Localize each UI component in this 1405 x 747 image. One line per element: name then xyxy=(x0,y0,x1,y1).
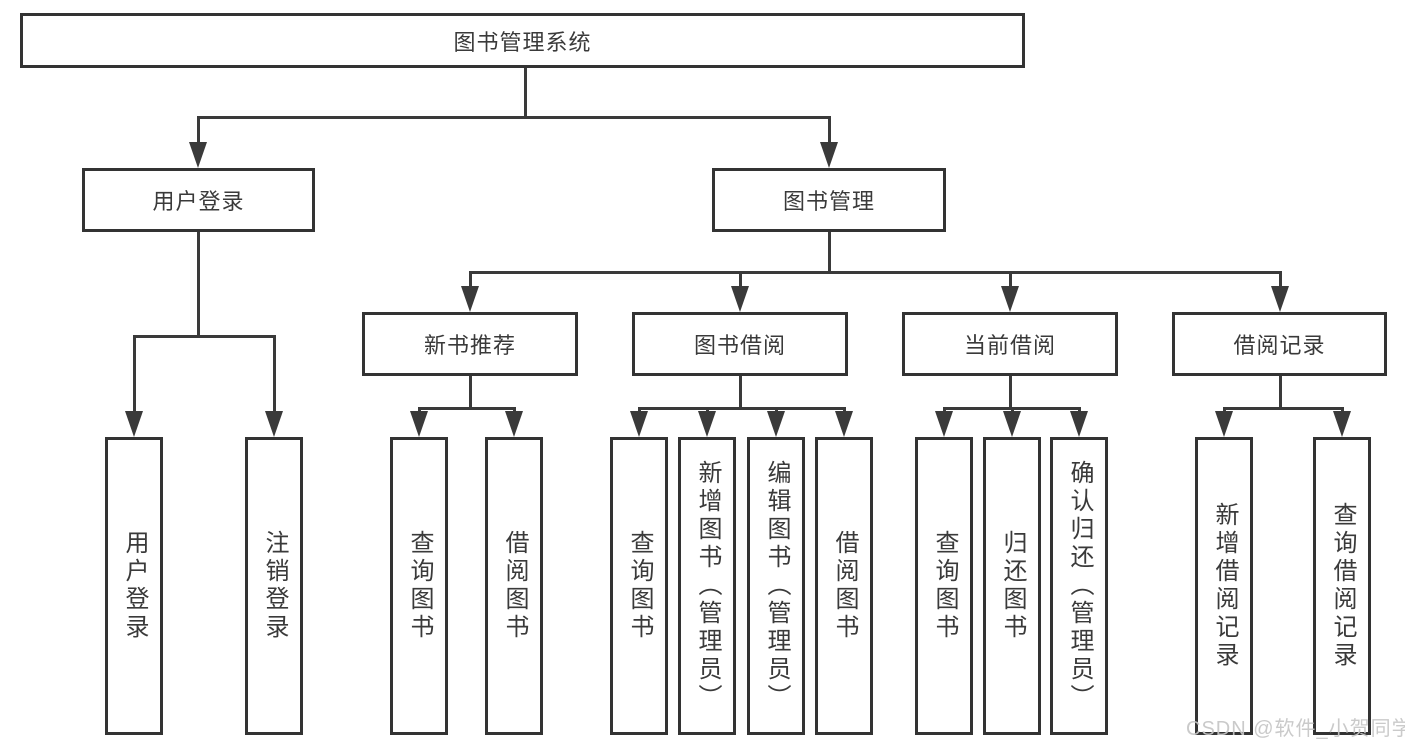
connector-arrow-shaft xyxy=(273,335,276,413)
node-new-book-recommend: 新书推荐 xyxy=(362,312,578,376)
leaf-label: 借阅图书 xyxy=(831,530,858,642)
connector-current-borrow-stem xyxy=(1009,376,1012,409)
node-current-borrow: 当前借阅 xyxy=(902,312,1118,376)
node-book-borrow: 图书借阅 xyxy=(632,312,848,376)
arrow-down-icon xyxy=(1215,411,1233,437)
connector-level1-hline xyxy=(197,116,831,119)
leaf-label: 查询借阅记录 xyxy=(1329,502,1356,670)
node-root-label: 图书管理系统 xyxy=(453,29,592,55)
node-borrow-records: 借阅记录 xyxy=(1172,312,1387,376)
node-book-borrow-label: 图书借阅 xyxy=(693,333,786,358)
arrow-down-icon xyxy=(731,286,749,312)
connector-arrow-shaft xyxy=(739,271,742,289)
connector-book-management-stem xyxy=(828,232,831,272)
node-leaf-borrow-books: 借阅图书 xyxy=(815,437,873,735)
connector-arrow-shaft xyxy=(1009,271,1012,289)
connector-arrow-shaft xyxy=(197,116,200,146)
connector-user-login-hline xyxy=(133,335,276,338)
watermark-text: CSDN @软件_小贺同学 xyxy=(1186,718,1405,740)
node-leaf-query-borrow-record: 查询借阅记录 xyxy=(1313,437,1371,735)
arrow-down-icon xyxy=(125,411,143,437)
leaf-label: 确认归还（管理员） xyxy=(1066,460,1093,712)
connector-book-borrow-hline xyxy=(638,407,846,410)
node-leaf-query-books-borrow: 查询图书 xyxy=(610,437,668,735)
arrow-down-icon xyxy=(189,142,207,168)
node-current-borrow-label: 当前借阅 xyxy=(963,333,1056,358)
leaf-label: 用户登录 xyxy=(121,530,148,642)
arrow-down-icon xyxy=(1001,286,1019,312)
connector-book-borrow-stem xyxy=(739,376,742,409)
node-leaf-edit-books-admin: 编辑图书（管理员） xyxy=(747,437,805,735)
arrow-down-icon xyxy=(410,411,428,437)
node-user-login-label: 用户登录 xyxy=(152,189,245,214)
leaf-label: 注销登录 xyxy=(261,530,288,642)
connector-borrow-records-stem xyxy=(1279,376,1282,409)
node-leaf-query-books-current: 查询图书 xyxy=(915,437,973,735)
arrow-down-icon xyxy=(698,411,716,437)
arrow-down-icon xyxy=(935,411,953,437)
node-leaf-query-books-recommend: 查询图书 xyxy=(390,437,448,735)
node-leaf-borrow-books-recommend: 借阅图书 xyxy=(485,437,543,735)
leaf-label: 借阅图书 xyxy=(501,530,528,642)
arrow-down-icon xyxy=(835,411,853,437)
connector-level2-hline xyxy=(469,271,1282,274)
arrow-down-icon xyxy=(505,411,523,437)
arrow-down-icon xyxy=(1333,411,1351,437)
node-book-management-label: 图书管理 xyxy=(782,189,875,214)
arrow-down-icon xyxy=(1070,411,1088,437)
leaf-label: 查询图书 xyxy=(931,530,958,642)
arrow-down-icon xyxy=(820,142,838,168)
leaf-label: 查询图书 xyxy=(626,530,653,642)
connector-arrow-shaft xyxy=(828,116,831,146)
leaf-label: 新增图书（管理员） xyxy=(694,460,721,712)
arrow-down-icon xyxy=(461,286,479,312)
node-leaf-logout: 注销登录 xyxy=(245,437,303,735)
leaf-label: 新增借阅记录 xyxy=(1211,502,1238,670)
connector-root-stem xyxy=(524,68,527,117)
arrow-down-icon xyxy=(1003,411,1021,437)
connector-user-login-stem xyxy=(197,232,200,336)
leaf-label: 编辑图书（管理员） xyxy=(763,460,790,712)
arrow-down-icon xyxy=(1271,286,1289,312)
node-leaf-return-books: 归还图书 xyxy=(983,437,1041,735)
node-book-management: 图书管理 xyxy=(712,168,946,232)
leaf-label: 归还图书 xyxy=(999,530,1026,642)
connector-arrow-shaft xyxy=(469,271,472,289)
arrow-down-icon xyxy=(767,411,785,437)
node-leaf-user-login: 用户登录 xyxy=(105,437,163,735)
node-user-login: 用户登录 xyxy=(82,168,315,232)
node-borrow-records-label: 借阅记录 xyxy=(1233,333,1326,358)
node-root: 图书管理系统 xyxy=(20,13,1025,68)
node-leaf-add-borrow-record: 新增借阅记录 xyxy=(1195,437,1253,735)
leaf-label: 查询图书 xyxy=(406,530,433,642)
connector-new-book-hline xyxy=(418,407,516,410)
connector-borrow-records-hline xyxy=(1223,407,1344,410)
connector-arrow-shaft xyxy=(1279,271,1282,289)
node-leaf-confirm-return-admin: 确认归还（管理员） xyxy=(1050,437,1108,735)
arrow-down-icon xyxy=(630,411,648,437)
node-leaf-add-books-admin: 新增图书（管理员） xyxy=(678,437,736,735)
connector-arrow-shaft xyxy=(133,335,136,413)
arrow-down-icon xyxy=(265,411,283,437)
connector-new-book-stem xyxy=(469,376,472,409)
node-new-book-recommend-label: 新书推荐 xyxy=(423,333,516,358)
